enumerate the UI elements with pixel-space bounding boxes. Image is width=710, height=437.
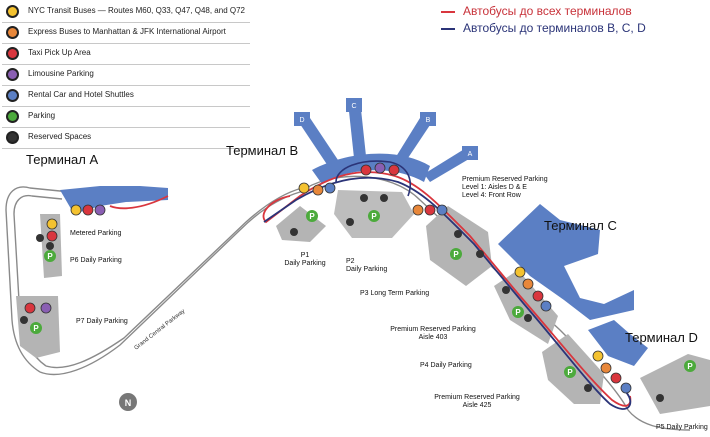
legend-row: Taxi Pick Up Area: [2, 44, 250, 65]
svg-text:P: P: [47, 252, 53, 261]
p5-label: P5 Daily Parking: [656, 424, 708, 431]
terminal-d-label: Терминал D: [625, 330, 698, 345]
compass-letter: N: [125, 398, 132, 408]
legend-row: Reserved Spaces: [2, 128, 250, 149]
terminal-d-building: [588, 320, 648, 366]
concourse-c-letter: C: [351, 103, 356, 110]
legend-label: Parking: [28, 111, 56, 120]
terminal-c-building: [498, 204, 634, 320]
concourse-c: [348, 100, 366, 158]
legend-label: Reserved Spaces: [28, 132, 92, 141]
legend-row: Express Buses to Manhattan & JFK Interna…: [2, 23, 250, 44]
svg-text:P: P: [453, 250, 459, 259]
legend-label: Rental Car and Hotel Shuttles: [28, 90, 134, 99]
metered-parking-label: Metered Parking: [70, 230, 122, 237]
reserved-space-icons: [20, 194, 664, 402]
p4-label: P4 Daily Parking: [420, 362, 472, 369]
premium-425-label: Premium Reserved Parking Aisle 425: [434, 394, 520, 409]
shuttle-icon: [6, 89, 19, 102]
north-compass: N: [119, 393, 137, 411]
p2-label: P2 Daily Parking: [346, 258, 388, 273]
reserved-space-icon: [6, 131, 19, 144]
premium-403-label: Premium Reserved Parking Aisle 403: [390, 326, 476, 341]
terminal-c-label: Терминал C: [544, 218, 617, 233]
concourse-b-pier: [394, 118, 432, 164]
route-terminals-bcd: [263, 176, 632, 410]
concourse-tips: [294, 98, 478, 160]
all-terminals-label: Автобусы до всех терминалов: [463, 4, 632, 18]
nyc-transit-bus-icon: [6, 5, 19, 18]
terminals-bcd-line: [441, 28, 455, 30]
concourse-b-letter: B: [426, 117, 431, 124]
premium-b-label: Premium Reserved Parking Level 1: Aisles…: [462, 176, 548, 199]
terminal-b-label: Терминал B: [226, 143, 299, 158]
concourse-a-pier: [424, 148, 474, 182]
legend-label: Limousine Parking: [28, 69, 94, 78]
lot-p1: [276, 206, 326, 242]
legend-row: Parking: [2, 107, 250, 128]
svg-text:P: P: [687, 362, 693, 371]
taxi-icon: [6, 47, 19, 60]
concourse-a-letter: A: [468, 151, 473, 158]
p6-label: P6 Daily Parking: [70, 257, 122, 264]
map-legend: NYC Transit Buses — Routes M60, Q33, Q47…: [2, 2, 250, 149]
terminals-bcd-label: Автобусы до терминалов B, C, D: [463, 21, 646, 35]
express-bus-icon: [6, 26, 19, 39]
parkway-label: Grand Central Parkway: [134, 308, 187, 351]
svg-text:P: P: [371, 212, 377, 221]
legend-label: Express Buses to Manhattan & JFK Interna…: [28, 27, 226, 36]
limousine-icon: [6, 68, 19, 81]
bus-routes: [109, 160, 632, 410]
concourse-d-letter: D: [299, 117, 304, 124]
p1-label: P1 Daily Parking: [284, 252, 326, 267]
lot-p3: [426, 206, 492, 286]
legend-row: Rental Car and Hotel Shuttles: [2, 86, 250, 107]
all-terminals-line: [441, 11, 455, 13]
svg-text:P: P: [33, 324, 39, 333]
bus-stops: [24, 162, 632, 394]
legend-row: NYC Transit Buses — Routes M60, Q33, Q47…: [2, 2, 250, 23]
parking-letters: P P P P P P P P: [33, 212, 693, 377]
svg-text:P: P: [309, 212, 315, 221]
legend-label: NYC Transit Buses — Routes M60, Q33, Q47…: [28, 6, 245, 15]
parking-icon: [6, 110, 19, 123]
legend-row: Limousine Parking: [2, 65, 250, 86]
legend-label: Taxi Pick Up Area: [28, 48, 91, 57]
terminal-a-label: Терминал А: [26, 152, 99, 167]
bus-route-legend: Автобусы до всех терминалов Автобусы до …: [439, 2, 709, 35]
svg-text:P: P: [567, 368, 573, 377]
lot-p5: [640, 354, 710, 414]
p7-label: P7 Daily Parking: [76, 318, 128, 325]
p3-label: P3 Long Term Parking: [360, 290, 430, 297]
concourse-letters: D C B A: [299, 103, 472, 158]
parking-symbols: [30, 210, 696, 378]
svg-text:P: P: [515, 308, 521, 317]
